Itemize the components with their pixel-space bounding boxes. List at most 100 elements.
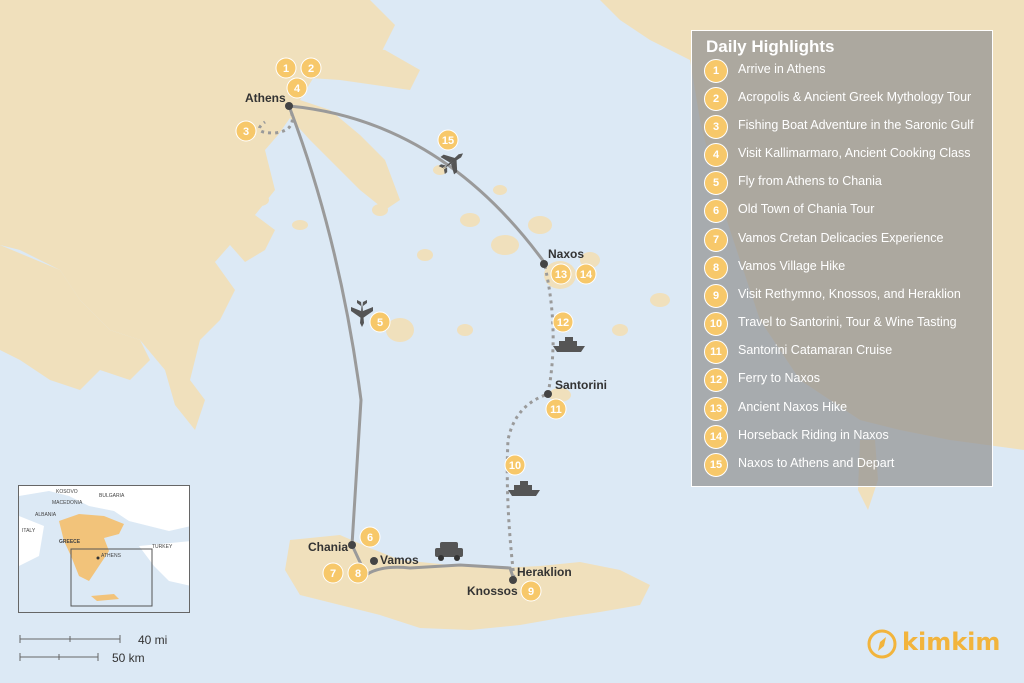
legend-item-day-1: 1 Arrive in Athens bbox=[704, 59, 989, 83]
svg-text:5: 5 bbox=[377, 317, 383, 329]
kimkim-logo: kimkim bbox=[864, 624, 1004, 664]
legend-item-day-5: 5 Fly from Athens to Chania bbox=[704, 171, 989, 195]
place-knossos: Knossos bbox=[467, 584, 518, 598]
inset-label-albania: ALBANIA bbox=[35, 512, 57, 518]
legend-item-label: Santorini Catamaran Cruise bbox=[738, 343, 893, 357]
car-icon bbox=[435, 542, 463, 561]
day-badge: 2 bbox=[704, 87, 728, 111]
day-marker-4: 4 bbox=[286, 77, 308, 99]
day-marker-6: 6 bbox=[359, 526, 381, 548]
day-marker-7: 7 bbox=[322, 562, 344, 584]
day-marker-5: 5 bbox=[369, 311, 391, 333]
legend-item-day-3: 3 Fishing Boat Adventure in the Saronic G… bbox=[704, 115, 989, 139]
day-badge: 7 bbox=[704, 228, 728, 252]
legend-item-day-12: 12 Ferry to Naxos bbox=[704, 368, 989, 392]
svg-text:4: 4 bbox=[294, 83, 301, 95]
legend-item-label: Travel to Santorini, Tour & Wine Tasting bbox=[738, 315, 957, 329]
svg-text:7: 7 bbox=[330, 568, 336, 580]
day-marker-12: 12 bbox=[552, 311, 574, 333]
inset-label-macedonia: MACEDONIA bbox=[52, 500, 83, 506]
day-badge: 1 bbox=[704, 59, 728, 83]
day-marker-9: 9 bbox=[520, 580, 542, 602]
svg-text:15: 15 bbox=[442, 135, 454, 147]
day-marker-10: 10 bbox=[504, 454, 526, 476]
airplane-icon bbox=[351, 300, 373, 327]
svg-text:11: 11 bbox=[550, 404, 562, 416]
day-badge: 12 bbox=[704, 368, 728, 392]
day-marker-14: 14 bbox=[575, 263, 597, 285]
legend-item-label: Vamos Cretan Delicacies Experience bbox=[738, 231, 944, 245]
svg-text:3: 3 bbox=[243, 126, 249, 138]
place-santorini: Santorini bbox=[555, 378, 607, 392]
place-vamos: Vamos bbox=[380, 553, 419, 567]
day-badge: 15 bbox=[704, 453, 728, 477]
euboea-island bbox=[300, 45, 420, 90]
inset-label-bulgaria: BULGARIA bbox=[99, 493, 125, 499]
legend-item-label: Fly from Athens to Chania bbox=[738, 174, 882, 188]
svg-text:6: 6 bbox=[367, 532, 373, 544]
legend-item-label: Visit Rethymno, Knossos, and Heraklion bbox=[738, 287, 961, 301]
place-chania: Chania bbox=[308, 540, 348, 554]
legend-item-label: Acropolis & Ancient Greek Mythology Tour bbox=[738, 90, 972, 104]
svg-text:14: 14 bbox=[580, 269, 593, 281]
inset-label-turkey: TURKEY bbox=[152, 544, 173, 550]
day-badge: 3 bbox=[704, 115, 728, 139]
inset-label-italy: ITALY bbox=[22, 528, 36, 534]
svg-text:10: 10 bbox=[509, 460, 521, 472]
heraklion-knossos-dot bbox=[509, 576, 517, 584]
legend-item-day-15: 15 Naxos to Athens and Depart bbox=[704, 453, 989, 477]
legend-item-day-13: 13 Ancient Naxos Hike bbox=[704, 397, 989, 421]
scale-miles-label: 40 mi bbox=[138, 633, 168, 647]
route-naxos-athens bbox=[288, 104, 546, 263]
svg-text:2: 2 bbox=[308, 63, 314, 75]
brand-name: kimkim bbox=[902, 628, 1001, 656]
legend-item-label: Old Town of Chania Tour bbox=[738, 202, 875, 216]
ferry-icon bbox=[508, 481, 540, 496]
day-badge: 9 bbox=[704, 284, 728, 308]
route-athens-chania bbox=[287, 105, 363, 546]
legend-item-day-2: 2 Acropolis & Ancient Greek Mythology Tou… bbox=[704, 87, 989, 111]
airplane-icon bbox=[438, 153, 464, 175]
scale-bar-graphic bbox=[19, 635, 121, 661]
scale-km-label: 50 km bbox=[112, 651, 145, 665]
legend-item-label: Visit Kallimarmaro, Ancient Cooking Clas… bbox=[738, 146, 971, 160]
legend-item-day-6: 6 Old Town of Chania Tour bbox=[704, 199, 989, 223]
legend-item-label: Naxos to Athens and Depart bbox=[738, 456, 895, 470]
day-marker-8: 8 bbox=[347, 562, 369, 584]
place-naxos: Naxos bbox=[548, 247, 584, 261]
day-badge: 6 bbox=[704, 199, 728, 223]
day-marker-15: 15 bbox=[437, 129, 459, 151]
svg-text:9: 9 bbox=[528, 586, 534, 598]
legend-item-day-4: 4 Visit Kallimarmaro, Ancient Cooking Cla… bbox=[704, 143, 989, 167]
legend-item-label: Ferry to Naxos bbox=[738, 371, 820, 385]
legend-item-label: Horseback Riding in Naxos bbox=[738, 428, 889, 442]
scale-bar: 40 mi 50 km bbox=[18, 632, 178, 666]
inset-map-graphic bbox=[19, 486, 189, 612]
route-ferry-santorini-naxos bbox=[542, 261, 555, 395]
inset-label-kosovo: KOSOVO bbox=[56, 489, 78, 495]
day-badge: 11 bbox=[704, 340, 728, 364]
vamos-dot bbox=[370, 557, 378, 565]
day-badge: 14 bbox=[704, 425, 728, 449]
day-badge: 4 bbox=[704, 143, 728, 167]
legend-item-day-14: 14 Horseback Riding in Naxos bbox=[704, 425, 989, 449]
legend-item-day-7: 7 Vamos Cretan Delicacies Experience bbox=[704, 228, 989, 252]
legend-title: Daily Highlights bbox=[706, 37, 835, 56]
legend-item-label: Vamos Village Hike bbox=[738, 259, 846, 273]
svg-text:8: 8 bbox=[355, 568, 361, 580]
legend-item-label: Fishing Boat Adventure in the Saronic Gu… bbox=[738, 118, 974, 132]
inset-overview-map: KOSOVO BULGARIA MACEDONIA ALBANIA ITALY … bbox=[18, 485, 190, 613]
peloponnese bbox=[0, 245, 150, 390]
route-athens-saronic bbox=[257, 105, 294, 135]
svg-text:1: 1 bbox=[283, 63, 289, 75]
legend-item-label: Ancient Naxos Hike bbox=[738, 400, 848, 414]
day-marker-3: 3 bbox=[235, 120, 257, 142]
legend-item-day-11: 11 Santorini Catamaran Cruise bbox=[704, 340, 989, 364]
day-marker-1: 1 bbox=[275, 57, 297, 79]
day-marker-11: 11 bbox=[545, 398, 567, 420]
legend-item-label: Arrive in Athens bbox=[738, 62, 826, 76]
svg-text:12: 12 bbox=[557, 317, 569, 329]
day-badge: 13 bbox=[704, 397, 728, 421]
day-badge: 5 bbox=[704, 171, 728, 195]
